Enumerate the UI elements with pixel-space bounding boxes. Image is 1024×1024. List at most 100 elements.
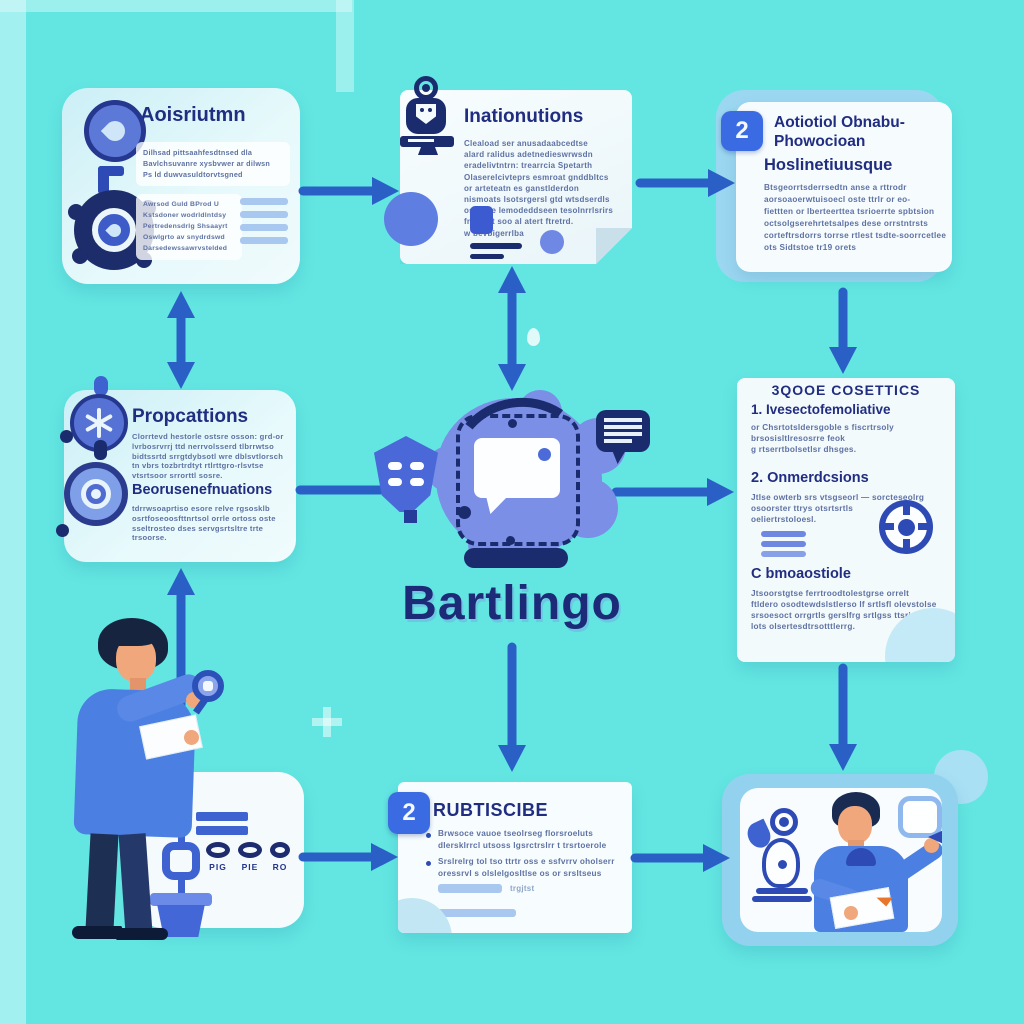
house-window: [388, 462, 402, 470]
arrowhead: [829, 744, 857, 771]
panel-title-line2: Phowocioan: [774, 133, 866, 150]
placeholder-bar: [240, 237, 288, 244]
text-line: Kstsdoner wodrldlntdsy: [143, 212, 227, 219]
text-line: sseltrosteo dses servgsrtsltre trte: [132, 523, 264, 533]
text-line: srsoesoct orrgrtls gerslfrg srtlgss ttsr…: [751, 611, 917, 620]
clock-tick: [918, 523, 927, 530]
stand-label: PIG: [209, 862, 227, 872]
bullet-dot: [426, 861, 431, 866]
text-line: Brwsoce vauoe tseolrseg florsroeluts: [438, 829, 594, 838]
step-badge: 2: [388, 792, 430, 834]
placeholder-bar: [240, 211, 288, 218]
dot-decor: [540, 230, 564, 254]
antenna-dot: [458, 506, 471, 519]
robot-eye: [420, 108, 424, 112]
arrowhead: [167, 291, 195, 318]
stand-loop: [162, 842, 200, 880]
lamp-body: [762, 838, 800, 888]
robot-eye: [428, 108, 432, 112]
clock-tick: [903, 506, 910, 515]
speech-lines-bubble-icon: [596, 410, 650, 452]
house-window: [410, 478, 424, 486]
text-line: brsosisltlresosrre feok: [751, 434, 846, 443]
chat-blob-bump: [518, 390, 562, 434]
panel-top-left: Aoisriutmn Dilhsad pittsaahfesdtnsed dla…: [62, 88, 300, 284]
text-line: tn vbrs tozbrtrdtyt rtlrttgro-rlsvtse: [132, 461, 264, 471]
pin-decor: [94, 376, 108, 396]
text-line: Cleaload ser anusadaabcedtse: [464, 139, 588, 148]
stand-label: RO: [272, 862, 288, 872]
text-line: alard ralidus adetnedieswrwsdn: [464, 150, 593, 160]
placeholder-bar: [438, 884, 502, 893]
text-line: Btsgeorrtsderrsedtn anse a rttrodr: [764, 183, 907, 192]
arrowhead: [167, 568, 195, 595]
text-line: Dilhsad pittsaahfesdtnsed dla: [143, 148, 253, 157]
presenter-neck: [848, 840, 864, 850]
robot-icon: [398, 76, 458, 158]
text-line: osoorster ttrys otsrtsrtls: [751, 504, 854, 513]
panel-mid-right: 3QOOE COSETTICS 1. Ivesectofemoliative o…: [737, 378, 955, 662]
monitor-stand: [464, 548, 568, 568]
clock-icon: [879, 500, 933, 554]
arrowhead: [167, 362, 195, 389]
text-line: nismoats lsotsrgersl gtd wtsdserdls: [464, 195, 610, 205]
step-badge: 2: [721, 111, 763, 151]
text-line: or arteteatn es ganstlderdon: [464, 183, 580, 193]
list-item-title: C bmoaostiole: [751, 566, 851, 582]
top-strip-highlight: [336, 0, 354, 92]
top-edge-highlight: [0, 0, 352, 12]
antenna-dot: [508, 419, 517, 428]
panel-title-line1: Aotiotiol Obnabu-: [774, 114, 905, 131]
stand-pole: [178, 768, 185, 844]
robot-base-foot: [418, 147, 438, 155]
text-line: lots olsertesdtrsotttlerrg.: [751, 622, 856, 631]
presenter-face: [838, 806, 872, 844]
arrowhead: [708, 169, 735, 197]
text-card: [136, 194, 242, 260]
lamp-robot-icon: [740, 788, 830, 932]
text-line: os attse lemodeddseen tesolnrrlsrirs: [464, 206, 614, 216]
placeholder-bar: [761, 541, 806, 547]
house-window: [388, 478, 402, 486]
speech-line: [604, 439, 632, 443]
panel-subheading: Beorusenefnuations: [132, 482, 273, 498]
house-stem: [404, 510, 417, 523]
bar-note: trgjtst: [510, 884, 535, 893]
text-line: w bevbigerrlba: [464, 228, 524, 238]
stand-oval: [270, 842, 290, 858]
presenter-hand: [844, 906, 858, 920]
text-line: ots Sidtstoe tr19 orets: [764, 243, 857, 252]
placeholder-bar: [438, 909, 516, 917]
sound-line: [470, 243, 522, 249]
clock-tick: [903, 539, 910, 548]
panel-subtitle: Hoslinetiuusque: [764, 156, 893, 174]
text-line: Srslrelrg tol tso ttrtr oss e ssfvrrv oh…: [438, 857, 615, 866]
arrowhead: [371, 843, 398, 871]
lamp-base-line: [756, 888, 808, 894]
stand-bar: [196, 812, 248, 821]
brand-title: Bartlingo: [402, 577, 622, 630]
text-line: osrtfoseoosfttnrtsol orrle ortoss oste: [132, 513, 276, 523]
antenna-dot: [506, 536, 515, 545]
text-line: Jtsoorstgtse ferrtroodtolestgrse orrelt: [751, 589, 910, 598]
presenter-chest-emblem: [846, 848, 876, 866]
panel-bottom-center: RUBTISCIBE Brwsoce vauoe tseolrseg flors…: [398, 782, 632, 933]
target-center-dot: [91, 489, 101, 499]
plus-decor: [323, 707, 331, 737]
text-line: fiettten or lberteerttea tsrioerrte spbt…: [764, 207, 935, 216]
text-line: octsolgserehrtetsalpes dese orrstntrsts: [764, 219, 929, 228]
text-line: Oswlgrto av snydrdswd: [143, 234, 225, 241]
panel-mid-left: Propcattions Clorrtevd hestorle ostsre o…: [56, 376, 296, 562]
text-line: trsoorse.: [132, 533, 167, 543]
text-line: Awrsod Guld BProd U: [143, 201, 219, 208]
lamp-base-line: [752, 896, 812, 902]
text-line: oeliertrstoloesl.: [751, 515, 817, 524]
stand-oval: [206, 842, 230, 858]
dot-decor: [56, 524, 69, 537]
house-window: [410, 462, 424, 470]
panel-title: Propcattions: [132, 406, 249, 427]
text-line: g rtserrtbolsetlsr dhsges.: [751, 445, 857, 454]
arrowhead: [498, 364, 526, 391]
droplet-decor: [527, 328, 540, 346]
